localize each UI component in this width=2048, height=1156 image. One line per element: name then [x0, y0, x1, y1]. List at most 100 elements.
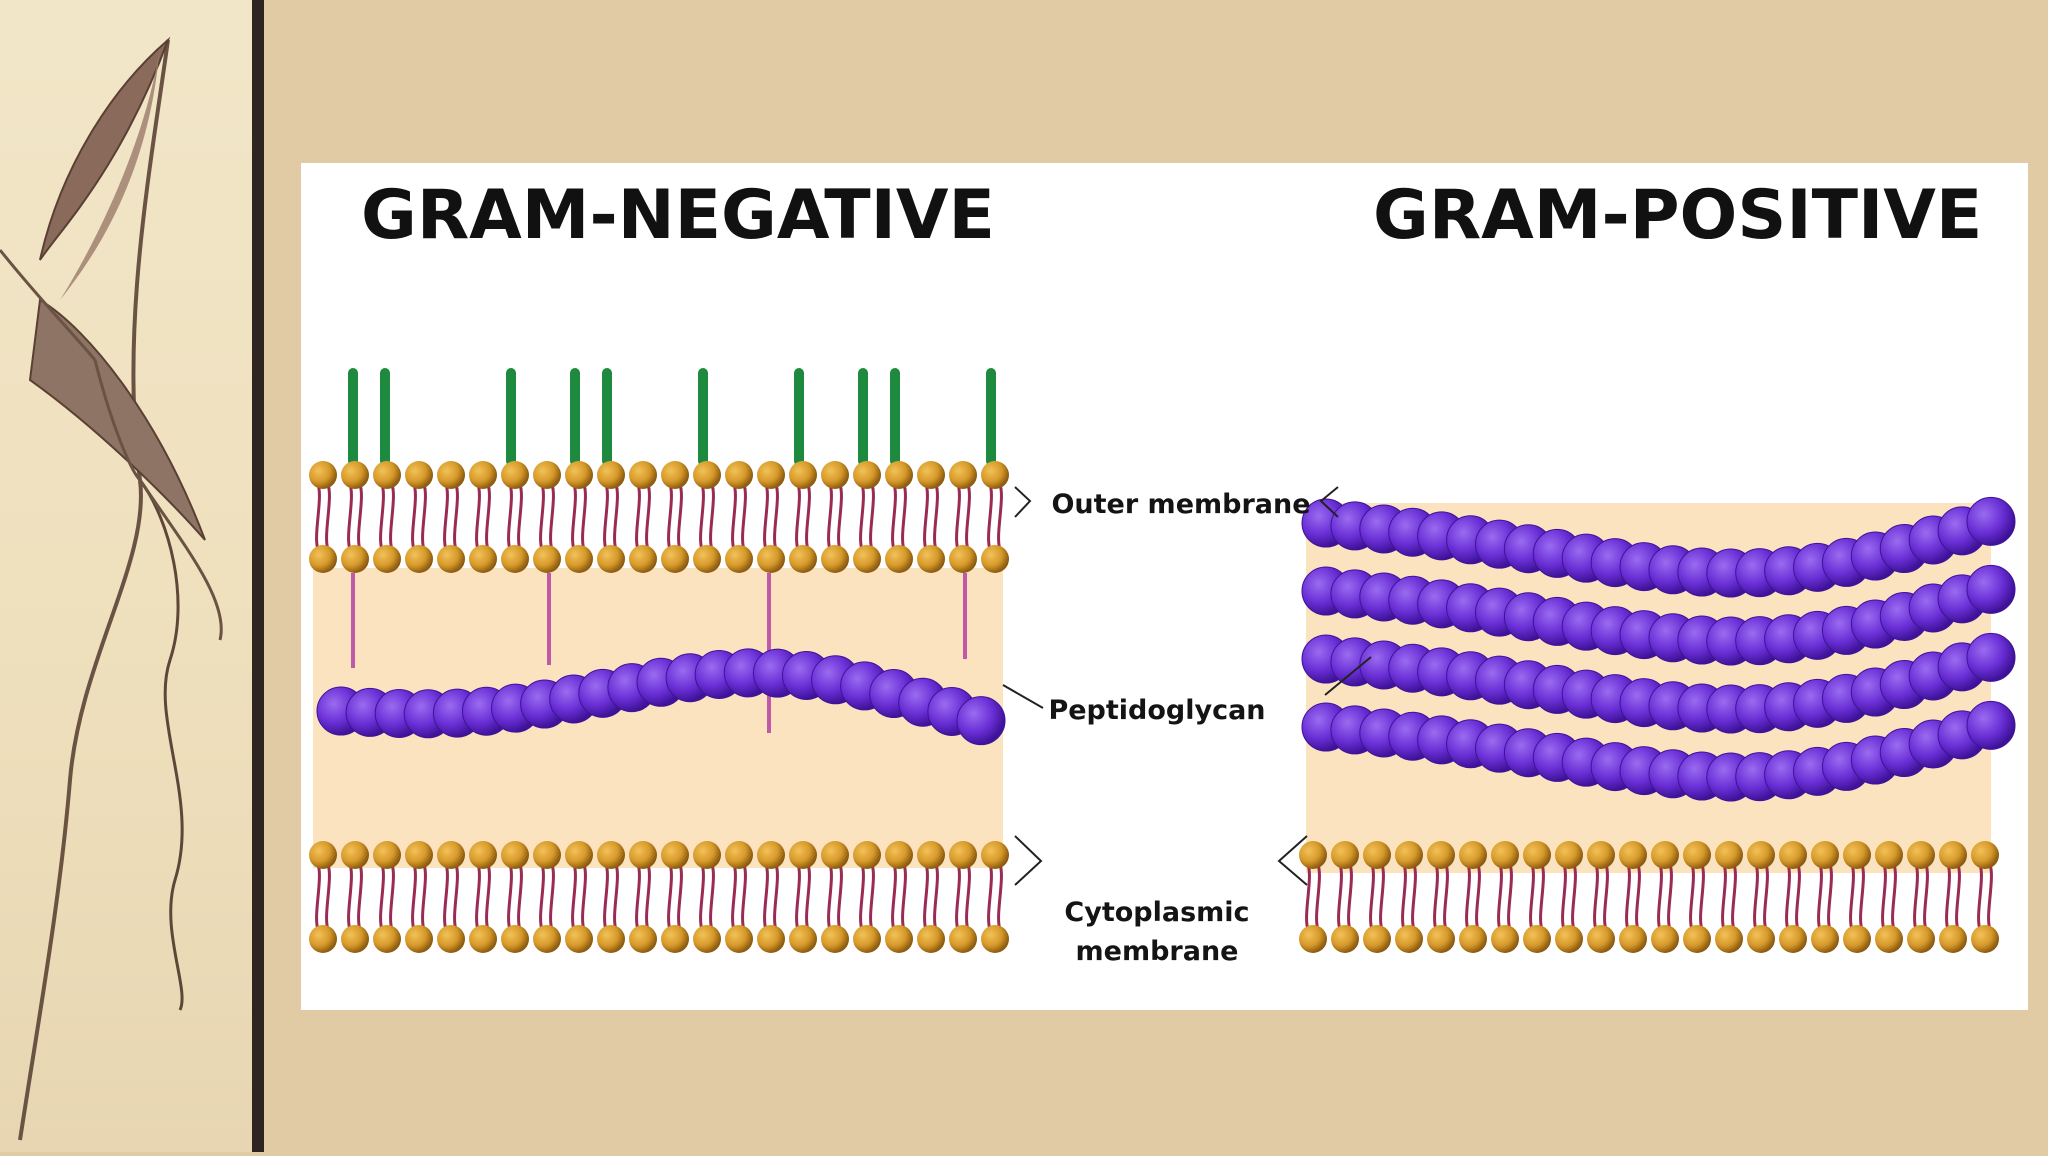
cytoplasmic-lipid-head [693, 841, 721, 869]
outer-membrane-lipid-head [469, 461, 497, 489]
label-pointers [1002, 486, 1372, 886]
cytoplasmic-lipid-head [629, 841, 657, 869]
outer-membrane-lipid-tail [699, 484, 705, 550]
peptidoglycan-bead [1966, 564, 2016, 614]
cytoplasmic-lipid-tail [571, 864, 577, 930]
outer-membrane-lipid-tail [731, 484, 737, 550]
cytoplasmic-lipid-head [1619, 925, 1647, 953]
cytoplasmic-lipid-head [501, 841, 529, 869]
outer-membrane-lipid-tail [411, 484, 417, 550]
cytoplasmic-lipid-tail [1987, 864, 1993, 930]
cytoplasmic-lipid-head [1747, 925, 1775, 953]
outer-membrane-lipid-head [789, 545, 817, 573]
cytoplasmic-lipid-tail [1753, 864, 1759, 930]
cytoplasmic-lipid-tail [1369, 864, 1375, 930]
outer-membrane-lipid-head [949, 461, 977, 489]
outer-membrane-lipid-tail [901, 484, 907, 550]
outer-membrane-lipid-tail [379, 484, 385, 550]
cytoplasmic-lipid-tail [1379, 864, 1385, 930]
cytoplasmic-lipid-head [1715, 841, 1743, 869]
cytoplasmic-lipid-head [1331, 925, 1359, 953]
peptidoglycan-pointer-left [1002, 684, 1044, 709]
peptidoglycan-bead [1966, 632, 2016, 682]
outer-membrane-lipid-head [917, 461, 945, 489]
cytoplasmic-lipid-tail [1721, 864, 1727, 930]
outer-membrane-lipid-tail [549, 484, 555, 550]
cytoplasmic-lipid-tail [1699, 864, 1705, 930]
cytoplasmic-lipid-head [1555, 925, 1583, 953]
cytoplasmic-lipid-head [1427, 841, 1455, 869]
cytoplasmic-lipid-head [981, 925, 1009, 953]
outer-membrane-lipid-head [501, 545, 529, 573]
outer-membrane-lipid-head [341, 545, 369, 573]
cytoplasmic-lipid-head [309, 925, 337, 953]
cytoplasmic-label-line2: membrane [1076, 936, 1239, 967]
cytoplasmic-lipid-head [757, 841, 785, 869]
cytoplasmic-lipid-head [1971, 841, 1999, 869]
outer-membrane-lipid-head [821, 461, 849, 489]
cytoplasmic-lipid-tail [1593, 864, 1599, 930]
cytoplasmic-lipid-tail [1539, 864, 1545, 930]
cytoplasmic-lipid-head [1395, 841, 1423, 869]
gram-negative-peptidoglycan-layer [316, 648, 1006, 746]
outer-membrane-lipid-head [885, 545, 913, 573]
outer-membrane-lipid-tail [667, 484, 673, 550]
cytoplasmic-lipid-tail [1817, 864, 1823, 930]
outer-membrane-bracket-right [1319, 486, 1339, 518]
cytoplasmic-lipid-tail [1849, 864, 1855, 930]
dried-leaf-branch-icon [0, 39, 223, 1141]
gram-negative-title: GRAM-NEGATIVE [361, 176, 995, 255]
outer-membrane-lipid-head [949, 545, 977, 573]
outer-membrane-lipid-head [629, 461, 657, 489]
gram-negative-cytoplasmic-membrane [309, 841, 1009, 953]
cytoplasmic-label-line1: Cytoplasmic [1064, 897, 1249, 928]
cytoplasmic-lipid-head [1811, 841, 1839, 869]
outer-membrane-lipid-head [885, 461, 913, 489]
cytoplasmic-lipid-tail [1529, 864, 1535, 930]
cytoplasmic-lipid-head [1843, 925, 1871, 953]
cytoplasmic-lipid-tail [1731, 864, 1737, 930]
cytoplasmic-lipid-head [1843, 841, 1871, 869]
cytoplasmic-lipid-tail [549, 864, 555, 930]
cytoplasmic-lipid-head [1491, 925, 1519, 953]
cytoplasmic-lipid-head [917, 841, 945, 869]
cytoplasmic-lipid-head [1683, 841, 1711, 869]
cytoplasmic-lipid-head [789, 925, 817, 953]
outer-membrane-lipid-tail [859, 484, 865, 550]
cytoplasmic-lipid-tail [795, 864, 801, 930]
cytoplasmic-lipid-tail [901, 864, 907, 930]
cytoplasmic-lipid-head [1971, 925, 1999, 953]
outer-membrane-lipid-tail [357, 484, 363, 550]
cytoplasmic-lipid-head [1587, 841, 1615, 869]
cytoplasmic-lipid-tail [859, 864, 865, 930]
gram-positive-cytoplasmic-membrane [1299, 841, 1999, 953]
outer-membrane-lipid-head [757, 545, 785, 573]
cytoplasmic-lipid-head [309, 841, 337, 869]
outer-membrane-lipid-tail [475, 484, 481, 550]
cytoplasmic-lipid-tail [347, 864, 353, 930]
cytoplasmic-lipid-tail [837, 864, 843, 930]
outer-membrane-lipid-head [661, 545, 689, 573]
cytoplasmic-lipid-head [1523, 841, 1551, 869]
outer-membrane-lipid-tail [539, 484, 545, 550]
outer-membrane-lipid-head [693, 461, 721, 489]
outer-membrane-lipid-head [821, 545, 849, 573]
cytoplasmic-lipid-tail [965, 864, 971, 930]
outer-membrane-lipid-tail [805, 484, 811, 550]
cytoplasmic-bracket-right [1277, 835, 1308, 886]
cytoplasmic-lipid-tail [1315, 864, 1321, 930]
cytoplasmic-lipid-head [405, 841, 433, 869]
cytoplasmic-lipid-head [1651, 841, 1679, 869]
cytoplasmic-lipid-tail [1625, 864, 1631, 930]
cytoplasmic-lipid-head [565, 841, 593, 869]
outer-membrane-lipid-tail [933, 484, 939, 550]
cytoplasmic-lipid-head [1619, 841, 1647, 869]
cytoplasmic-lipid-tail [613, 864, 619, 930]
cytoplasmic-lipid-tail [603, 864, 609, 930]
cytoplasmic-lipid-head [469, 925, 497, 953]
outer-membrane-lipid-head [853, 545, 881, 573]
gram-positive-title: GRAM-POSITIVE [1373, 176, 1982, 255]
cytoplasmic-lipid-tail [955, 864, 961, 930]
cytoplasmic-lipid-tail [1923, 864, 1929, 930]
cytoplasmic-lipid-tail [699, 864, 705, 930]
